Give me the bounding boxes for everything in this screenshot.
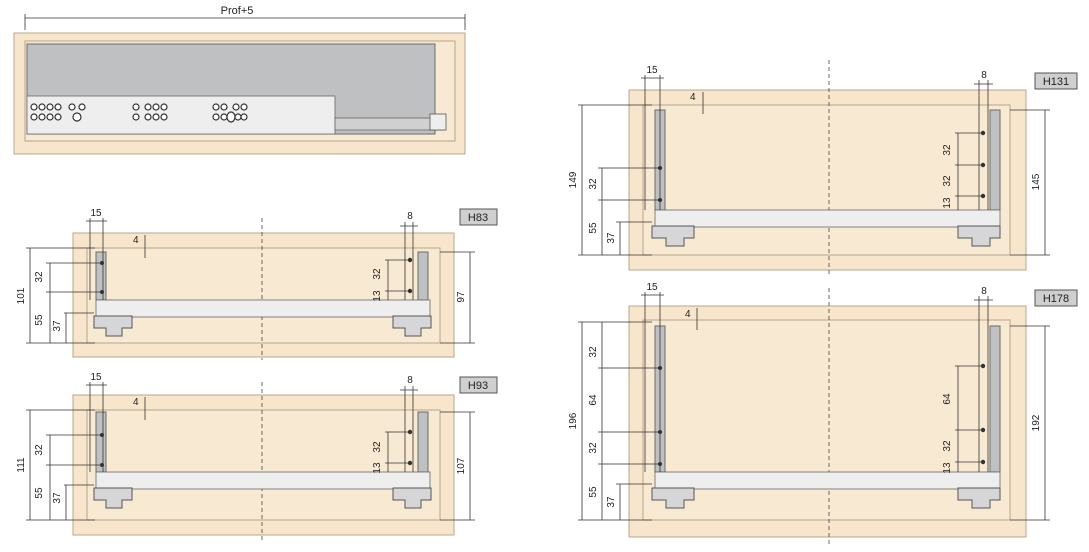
dim-h178-15: 15 — [646, 282, 658, 293]
dim-h178-55: 55 — [588, 486, 599, 498]
dim-h93-37: 37 — [52, 492, 63, 504]
tag-h93: H93 — [459, 376, 498, 394]
section-h93: 15 8 4 111 32 55 37 32 13 107 H93 — [16, 372, 498, 540]
dim-h83-r32: 32 — [372, 268, 383, 280]
dim-h93-15: 15 — [90, 372, 102, 383]
dim-h131-149: 149 — [568, 171, 579, 188]
dim-h131-37: 37 — [606, 232, 617, 244]
dim-h131-r13: 13 — [942, 197, 953, 209]
dim-h93-r13: 13 — [372, 462, 383, 474]
dim-h131-r32b: 32 — [942, 175, 953, 187]
mounting-hole-icon — [30, 103, 248, 123]
dim-h93-4: 4 — [133, 397, 139, 408]
dim-h178-192: 192 — [1031, 414, 1042, 431]
dim-h178-37: 37 — [606, 496, 617, 508]
tag-h178: H178 — [1034, 289, 1078, 307]
dim-h178-r32: 32 — [942, 440, 953, 452]
top-view-label: Prof+5 — [221, 5, 254, 17]
dim-h131-8: 8 — [981, 70, 987, 81]
dim-h83-55: 55 — [34, 314, 45, 326]
dim-h131-55: 55 — [588, 222, 599, 234]
dim-h178-8: 8 — [981, 286, 987, 297]
runner-profile-icon — [93, 315, 432, 337]
dim-h83-15: 15 — [90, 208, 102, 219]
dim-h178-196: 196 — [568, 412, 579, 429]
section-h131: 15 8 4 149 32 55 37 32 32 13 145 H131 — [568, 60, 1078, 275]
dim-h178-64: 64 — [588, 394, 599, 406]
dim-h83-r13: 13 — [372, 290, 383, 302]
dim-h93-55: 55 — [34, 487, 45, 499]
dim-h93-107: 107 — [456, 457, 467, 474]
tag-h131: H131 — [1034, 72, 1078, 90]
dim-h131-15: 15 — [646, 65, 658, 76]
dim-h83-101: 101 — [16, 287, 27, 304]
dim-h83-32: 32 — [34, 271, 45, 283]
dim-h83-4: 4 — [133, 235, 139, 246]
dim-h131-r32a: 32 — [942, 144, 953, 156]
svg-text:H83: H83 — [468, 212, 488, 224]
svg-text:H178: H178 — [1043, 293, 1069, 305]
dim-h93-8: 8 — [407, 375, 413, 386]
dim-h178-r64: 64 — [942, 393, 953, 405]
dim-h178-32b: 32 — [588, 442, 599, 454]
dim-h131-145: 145 — [1031, 173, 1042, 190]
dim-h178-32a: 32 — [588, 346, 599, 358]
dim-h93-r32: 32 — [372, 441, 383, 453]
section-h178: 15 8 4 196 32 64 32 55 37 64 32 13 192 H… — [568, 282, 1078, 545]
dim-h178-r13: 13 — [942, 462, 953, 474]
tag-h83: H83 — [459, 208, 498, 226]
section-h83: 15 8 4 101 32 55 37 32 13 97 H83 — [16, 208, 498, 360]
dim-h93-111: 111 — [16, 457, 27, 473]
svg-text:H131: H131 — [1043, 76, 1069, 88]
top-view: Prof+5 — [13, 5, 466, 155]
dim-h83-97: 97 — [456, 291, 467, 303]
dim-h131-32: 32 — [588, 178, 599, 190]
svg-text:H93: H93 — [468, 380, 488, 392]
dim-h131-4: 4 — [690, 92, 696, 103]
dim-h93-32: 32 — [34, 444, 45, 456]
dim-h178-4: 4 — [685, 309, 691, 320]
dim-h83-37: 37 — [52, 320, 63, 332]
dim-h83-8: 8 — [407, 211, 413, 222]
